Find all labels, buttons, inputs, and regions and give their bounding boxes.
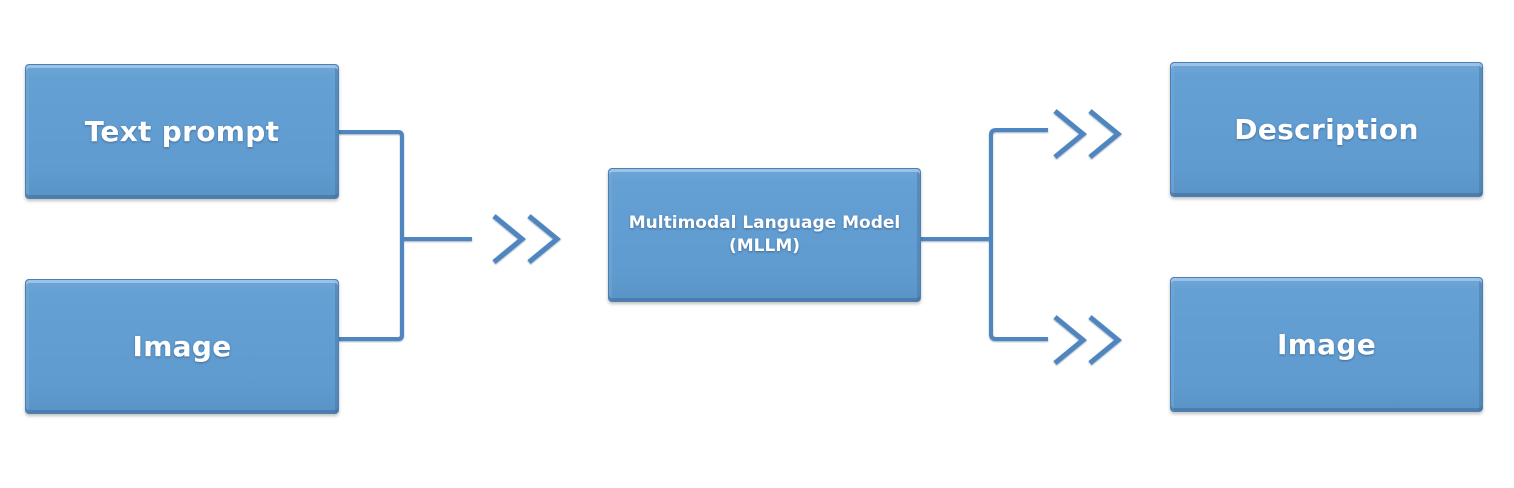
mllm-abbreviation-label: (MLLM): [728, 236, 801, 256]
input-merge-connector: [339, 130, 404, 341]
mllm-box: Multimodal Language Model (MLLM): [608, 168, 921, 302]
description-output-label: Description: [1234, 113, 1419, 146]
double-chevron-right-icon: [492, 214, 561, 264]
image-input-box: Image: [25, 279, 339, 414]
double-chevron-right-icon: [1053, 315, 1122, 365]
image-output-box: Image: [1170, 277, 1483, 412]
image-output-label: Image: [1276, 328, 1377, 361]
description-output-box: Description: [1170, 62, 1483, 197]
mllm-label: Multimodal Language Model (MLLM): [629, 212, 900, 258]
image-input-label: Image: [132, 330, 232, 363]
mllm-name-label: Multimodal Language Model: [628, 213, 901, 233]
text-prompt-label: Text prompt: [84, 115, 280, 148]
double-chevron-right-icon: [1053, 109, 1122, 159]
text-prompt-input-box: Text prompt: [25, 64, 339, 199]
output-branch-connector: [989, 128, 1048, 341]
